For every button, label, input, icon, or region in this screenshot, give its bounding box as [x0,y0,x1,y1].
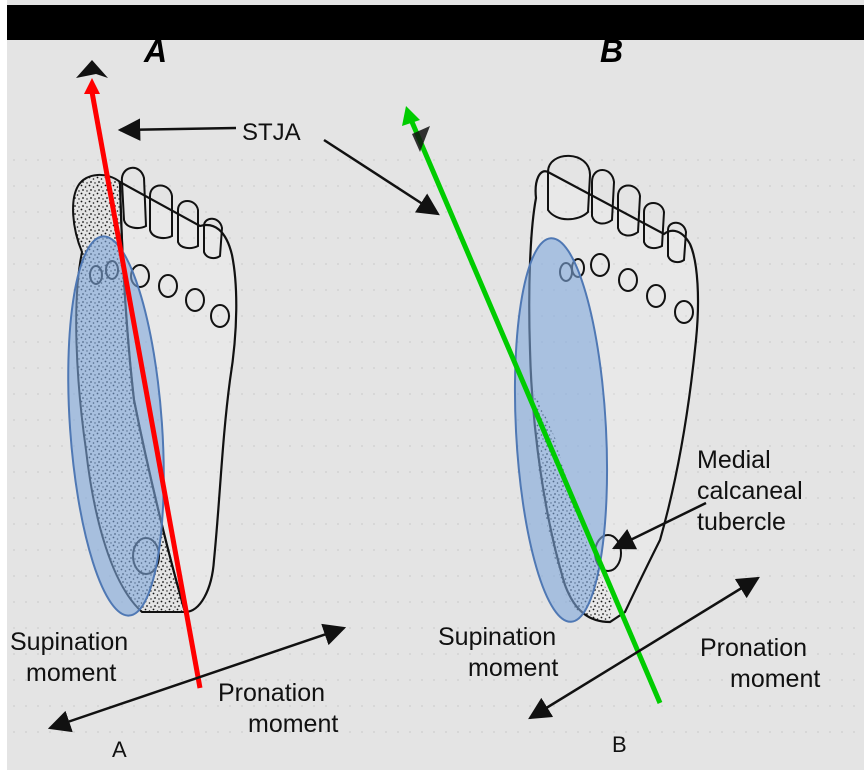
panel-a-caption: A [112,737,127,762]
foot-b-toe-4 [643,202,666,250]
panel-a-title: A [143,33,167,69]
foot-b-toe-3 [617,184,642,237]
panel-a-supination-line1: Supination [10,628,128,656]
foot-a-met-head [185,288,205,312]
foot-a-moment-line [47,623,347,733]
foot-b-axis-blackhead [412,126,430,152]
stja-pointer-right [323,138,440,216]
bottom-frame-strip [0,770,864,778]
foot-a-toe-2 [120,167,148,229]
foot-b-toe-2 [591,169,616,225]
panel-b-supination-line1: Supination [438,623,556,651]
foot-b-met-head [590,253,610,277]
foot-a-toe-4 [177,200,199,250]
foot-b-met-head [646,284,666,308]
left-frame-strip [0,0,7,778]
panel-a-pronation-line2: moment [248,710,338,738]
top-black-bar [7,5,864,40]
stja-label: STJA [242,119,301,146]
foot-a-subtalar-axis [89,91,203,689]
foot-b-met-head [674,300,694,324]
panel-b-supination-line2: moment [468,654,558,682]
panel-a-pronation-line1: Pronation [218,679,325,707]
foot-b [402,106,760,720]
foot-a-met-head [158,274,178,298]
foot-a-toe-5 [203,217,224,260]
foot-b-moment-line [528,576,760,720]
medial-label-line1: Medial [697,446,771,474]
medial-label-line2: calcaneal [697,477,803,505]
medial-tubercle-pointer [611,501,707,550]
panel-b-pronation-line1: Pronation [700,634,807,662]
foot-b-met-head [618,268,638,292]
foot-b-toe-5 [667,221,688,264]
panel-b-caption: B [612,732,627,757]
medial-label-line3: tubercle [697,508,786,536]
foot-a-axis-redhead [84,78,100,94]
foot-a-axis-arrowhead [76,60,108,78]
panel-a-supination-line2: moment [26,659,116,687]
foot-b-big-toe [547,154,592,221]
panel-b-title: B [600,33,623,69]
stja-pointer-left [117,118,237,141]
foot-a-toe-3 [149,184,173,239]
panel-b-pronation-line2: moment [730,665,820,693]
foot-b-axis-greenhead [402,106,420,126]
foot-a [47,60,347,733]
foot-a-met-head [210,304,230,328]
foot-a-blue-ellipse [67,235,165,617]
